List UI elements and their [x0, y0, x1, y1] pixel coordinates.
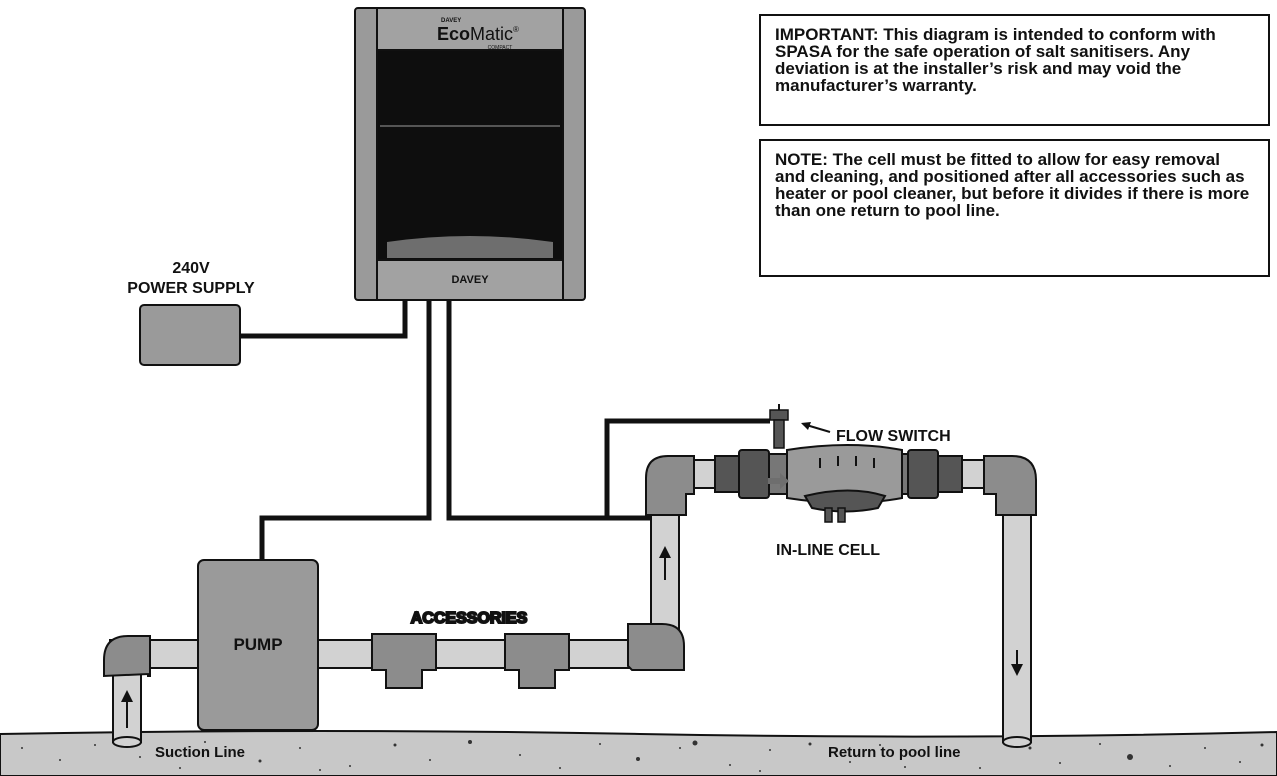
brand-main-bold: Eco: [437, 24, 470, 44]
electrical-wiring: [240, 300, 770, 560]
brand-small: DAVEY: [441, 18, 461, 24]
brand-sub: COMPACT: [488, 45, 513, 51]
cell-wire: [446, 300, 650, 521]
controller-bottom-brand: DAVEY: [451, 274, 489, 286]
return-pipe: [1002, 499, 1032, 743]
important-note-text: IMPORTANT: This diagram is intended to c…: [775, 25, 1216, 95]
flow-switch-wire: [604, 418, 770, 518]
controller-light-bar: [387, 236, 553, 258]
power-wire: [240, 300, 408, 339]
flow-arrows: [121, 546, 1023, 728]
brand-reg: ®: [513, 25, 519, 34]
svg-text:EcoMatic®: EcoMatic®: [437, 24, 519, 44]
accessory-tee-1: [371, 633, 437, 689]
power-label-line1: 240V: [172, 260, 210, 277]
return-line-label: Return to pool line: [828, 744, 961, 761]
installation-note-text: NOTE: The cell must be fitted to allow f…: [775, 150, 1250, 220]
accessories-label: ACCESSORIES: [411, 610, 528, 627]
power-label-line2: POWER SUPPLY: [127, 280, 255, 297]
flow-switch-label: FLOW SWITCH: [836, 428, 951, 445]
accessory-tee-2: [504, 633, 570, 689]
power-supply: 240V POWER SUPPLY: [127, 260, 255, 366]
bottom-riser-elbow: [627, 623, 685, 671]
installation-note: NOTE: The cell must be fitted to allow f…: [759, 139, 1270, 277]
important-note: IMPORTANT: This diagram is intended to c…: [759, 14, 1270, 126]
in-line-cell-label: IN-LINE CELL: [776, 542, 880, 559]
top-riser-elbow: [645, 455, 695, 516]
return-elbow: [983, 455, 1037, 516]
ecomatic-controller: DAVEY EcoMatic® COMPACT DAVEY: [354, 7, 586, 301]
pump-label: PUMP: [233, 635, 282, 654]
flow-switch: FLOW SWITCH: [769, 404, 951, 449]
in-line-cell: IN-LINE CELL: [714, 444, 963, 559]
pipe-elbows: [103, 455, 1037, 678]
pump-wire: [259, 300, 432, 560]
controller-front-panel: [377, 50, 563, 260]
ground: [0, 730, 1277, 776]
suction-line-label: Suction Line: [155, 744, 245, 761]
suction-elbow: [103, 635, 151, 678]
accessories: ACCESSORIES: [371, 609, 570, 689]
pump: PUMP: [197, 559, 319, 731]
brand-main-light: Matic: [470, 24, 513, 44]
